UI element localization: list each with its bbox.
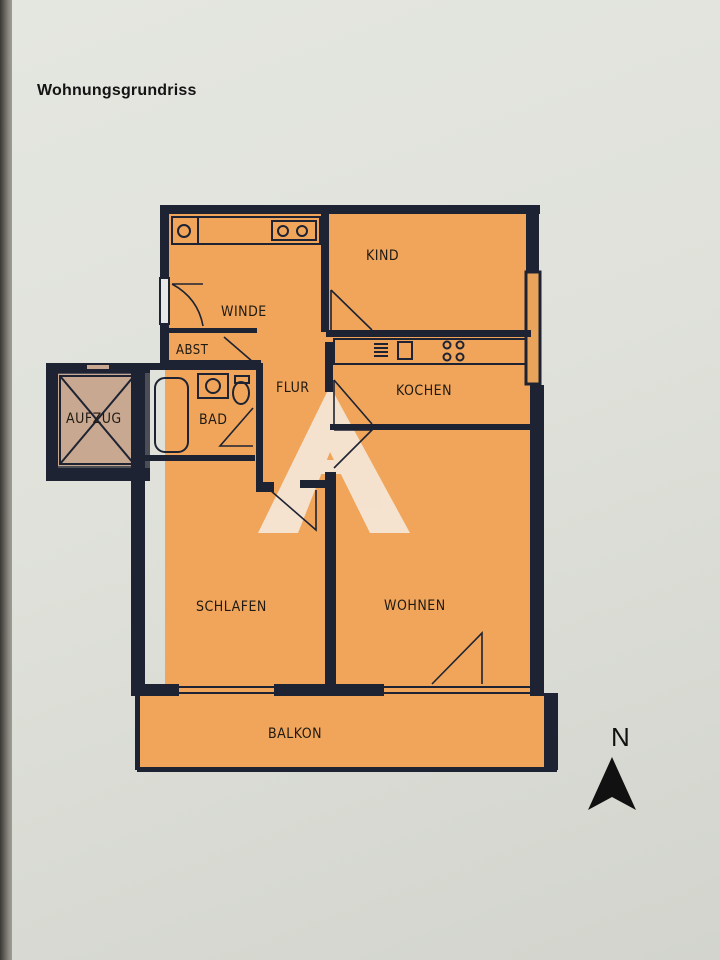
label-flur: FLUR [276, 380, 310, 396]
north-arrow-icon [588, 757, 636, 810]
windows [179, 686, 530, 694]
wall-top [163, 205, 540, 214]
label-aufzug: AUFZUG [66, 411, 122, 427]
counter-basin-icon [177, 224, 191, 238]
wall-bad-north [145, 363, 263, 370]
label-schlafen: SCHLAFEN [196, 599, 267, 615]
kitchen-sink-icon [397, 341, 413, 360]
kitchen-counter [333, 338, 527, 365]
bathtub-icon [154, 377, 189, 453]
wall-hall-corner [256, 482, 274, 492]
door-kind [330, 289, 373, 331]
wall-central-upper [325, 342, 333, 392]
balcony-rail-right [544, 693, 558, 770]
label-winde: WINDE [221, 304, 267, 320]
doors [171, 283, 483, 685]
wall-kind-south [326, 330, 531, 337]
room-labels: KIND WINDE ABST FLUR KOCHEN BAD AUFZUG S… [66, 248, 452, 742]
window-right [524, 270, 542, 386]
north-compass: N [588, 722, 636, 810]
watermark-logo [258, 386, 410, 533]
balcony-rail-bottom [137, 767, 557, 772]
door-abst [223, 336, 254, 363]
compass-letter: N [611, 722, 630, 752]
counter-top-left [171, 216, 321, 245]
door-wohnen [333, 429, 374, 469]
wall-aufzug-bottom [46, 468, 150, 481]
label-bad: BAD [199, 412, 227, 428]
bath-sink-icon [197, 373, 229, 399]
balcony-rail-left [135, 693, 140, 770]
stove-icon [442, 340, 465, 362]
wall-schlafen-door [300, 480, 326, 488]
label-balkon: BALKON [268, 726, 322, 742]
kitchen-drainer-icon [374, 343, 388, 357]
label-wohnen: WOHNEN [384, 598, 446, 614]
door-kochen [333, 379, 373, 425]
door-schlafen [269, 489, 317, 532]
page-title: Wohnungsgrundriss [37, 82, 197, 99]
label-kind: KIND [366, 248, 399, 264]
wall-winde-south [167, 328, 257, 333]
wall-bottom-left [131, 684, 179, 696]
wall-aufzug-left [46, 363, 58, 481]
wall-bad-south [145, 455, 255, 461]
label-abst: ABST [176, 343, 209, 358]
floor-balcony [137, 693, 557, 770]
door-balkon [431, 631, 483, 685]
door-winde [171, 283, 204, 327]
elevator-cross-icon [59, 375, 135, 465]
wall-bottom-right [530, 684, 544, 696]
wall-central [325, 472, 336, 692]
label-kochen: KOCHEN [396, 383, 452, 399]
door-bad [218, 407, 254, 447]
wall-kitchen-south [330, 424, 530, 430]
fixtures [59, 216, 527, 465]
wall-right-lower [530, 385, 544, 690]
wall-bad-east [256, 363, 263, 483]
wall-kind-west [321, 210, 329, 332]
wall-abst-south [167, 360, 261, 365]
